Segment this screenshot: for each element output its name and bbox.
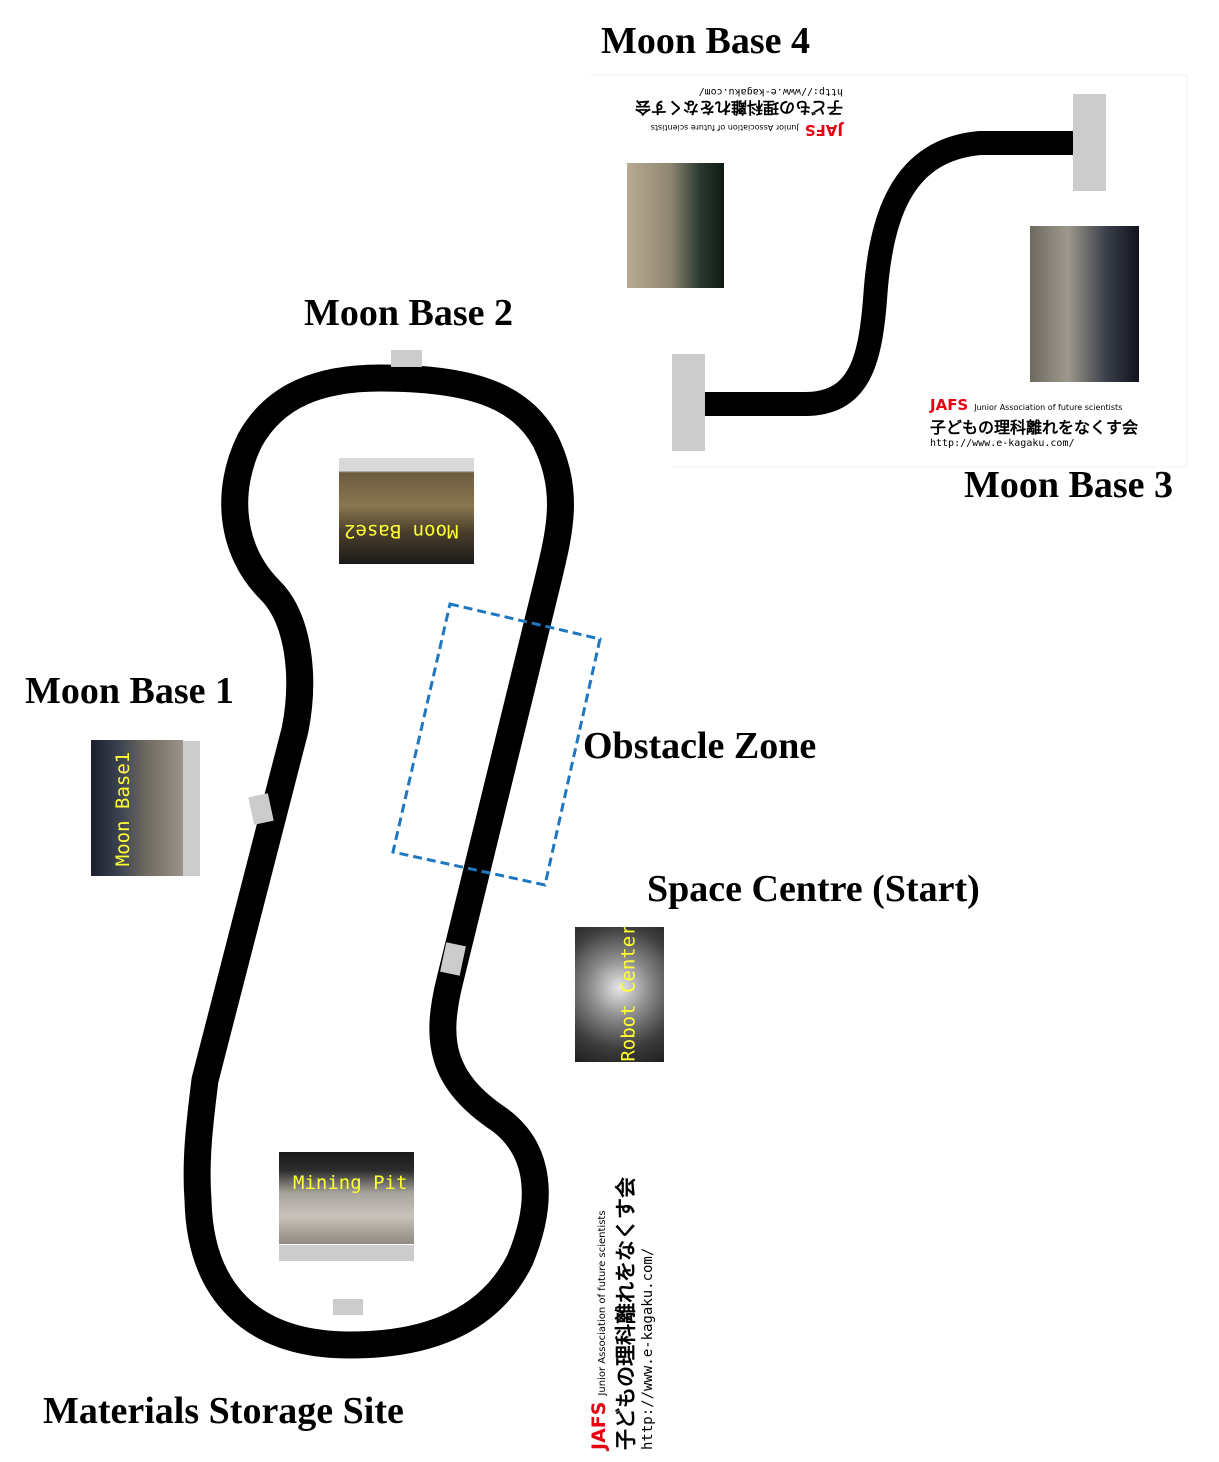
moon-base1-strip: [183, 741, 200, 876]
robot-center-caption: Robot Center: [617, 927, 640, 1062]
jafs-url: http://www.e-kagaku.com/: [698, 86, 844, 97]
jafs-japanese: 子どもの理科離れをなくす会: [634, 98, 843, 117]
mining-pit-strip: [279, 1245, 414, 1261]
mining-pit-caption: Mining Pit: [293, 1172, 408, 1194]
jafs-japanese: 子どもの理科離れをなくす会: [614, 1177, 638, 1450]
materials-storage-label: Materials Storage Site: [43, 1390, 404, 1432]
jafs-logo-text: JAFS: [804, 121, 843, 139]
jafs-japanese: 子どもの理科離れをなくす会: [930, 418, 1139, 437]
moon-base-2-label: Moon Base 2: [304, 292, 513, 334]
jafs-subtitle: Junior Association of future scientists: [974, 403, 1123, 412]
jafs-subtitle: Junior Association of future scientists: [597, 1210, 608, 1396]
upper-track-line: [705, 131, 1075, 416]
jafs-logo-text: JAFS: [588, 1401, 610, 1450]
marker-moon-base-4: [1073, 94, 1106, 191]
moon-base1-photo: Moon Base1: [91, 740, 183, 876]
jafs-logo-bottom: JAFS Junior Association of future scienti…: [588, 1120, 656, 1450]
space-centre-label: Space Centre (Start): [647, 868, 980, 910]
mining-pit-photo: Mining Pit: [279, 1152, 414, 1244]
robot-center-photo: Robot Center: [575, 927, 664, 1062]
jafs-subtitle: Junior Association of future scientists: [650, 123, 799, 132]
moon-base2-photo: Moon Base2: [339, 458, 474, 564]
jafs-url: http://www.e-kagaku.com/: [930, 438, 1075, 449]
obstacle-zone-box: [391, 602, 602, 887]
moon-base4-photo: [627, 163, 724, 288]
main-track-loop: [183, 364, 574, 1359]
moon-base-3-label: Moon Base 3: [964, 464, 1173, 506]
moon-base-1-label: Moon Base 1: [25, 670, 234, 712]
moon-base-4-label: Moon Base 4: [601, 20, 810, 62]
marker-moon-base-3: [672, 354, 705, 451]
jafs-logo-text: JAFS: [930, 396, 969, 414]
marker-moon-base-2: [391, 350, 422, 367]
jafs-logo-base4: JAFS Junior Association of future scienti…: [635, 86, 843, 140]
moon-base2-caption: Moon Base2: [344, 520, 459, 542]
jafs-url: http://www.e-kagaku.com/: [640, 1247, 656, 1450]
jafs-logo-base3: JAFS Junior Association of future scienti…: [930, 395, 1138, 449]
marker-materials-storage: [333, 1299, 363, 1315]
moon-base1-caption: Moon Base1: [112, 751, 135, 867]
obstacle-zone-label: Obstacle Zone: [583, 725, 817, 767]
moon-base3-photo: [1030, 226, 1139, 382]
